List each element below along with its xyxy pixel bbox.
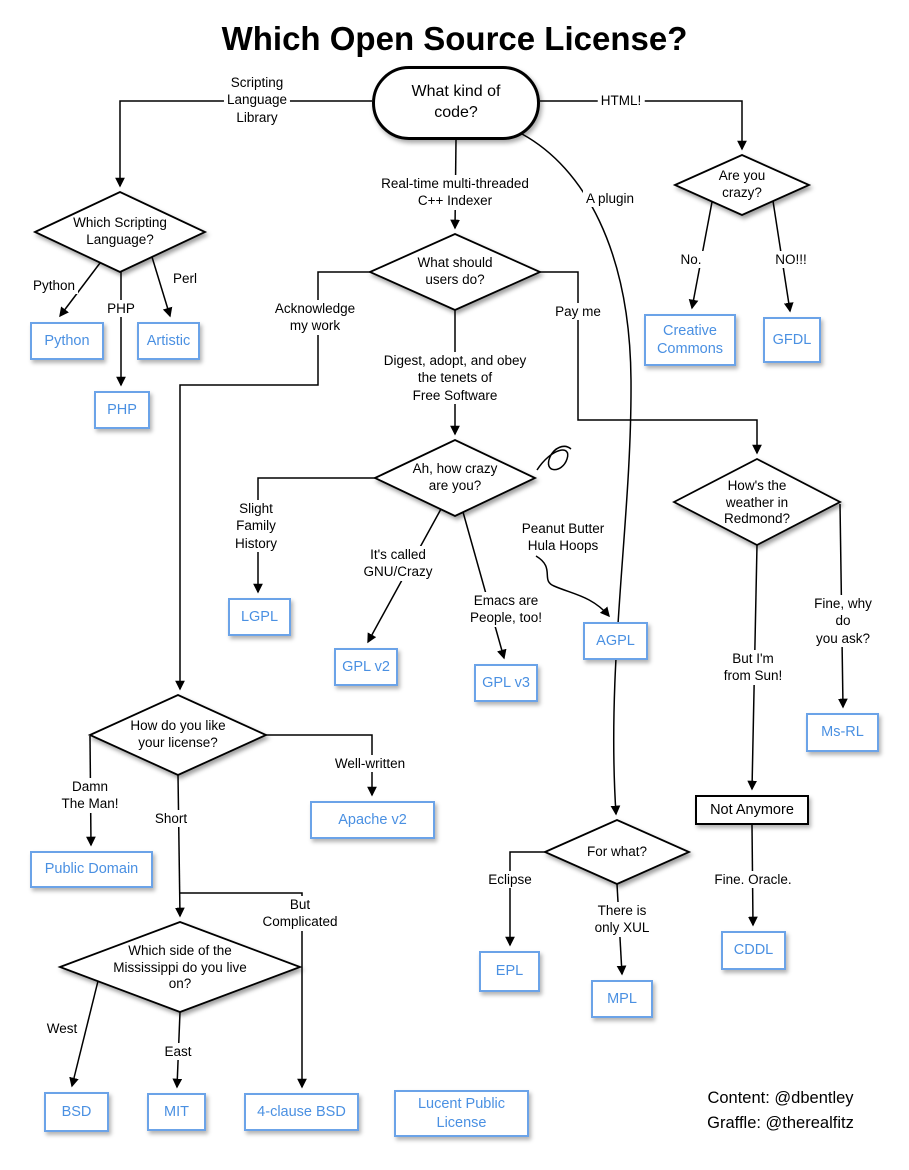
license-box-artistic: Artistic [137,322,200,360]
decision-crazy-shape [672,154,812,216]
edge-label-python: Python [29,277,79,295]
edge-label-slight-family: Slight Family History [231,500,281,552]
license-box-gpl-v2: GPL v2 [334,648,398,686]
decision-weather-shape [672,457,842,547]
edge-short-to-4clause-bsd [179,892,307,1089]
edge-label-well-written: Well-written [331,755,409,773]
edge-like-to-apache [266,734,377,797]
edge-forwhat-to-epl [505,851,545,947]
license-box-gfdl: GFDL [763,317,821,363]
license-box-epl: EPL [479,951,540,992]
edge-howcrazy-to-gplv3 [462,511,507,660]
license-box-ms-rl: Ms-RL [806,713,879,752]
edge-howcrazy-to-lgpl [253,477,375,594]
edge-label-west: West [43,1020,81,1038]
decision-mississippi-shape [57,921,303,1013]
edge-label-fine-why: Fine, why do you ask? [810,595,876,647]
decision-like-label: How do you like your license? [130,718,226,750]
license-box-mit: MIT [147,1093,206,1131]
edge-label-pay-me: Pay me [552,303,604,321]
edge-label-gnu-crazy: It's called GNU/Crazy [360,546,436,581]
license-box-public-domain: Public Domain [30,851,153,888]
edge-label-no-emphatic: NO!!! [772,251,810,269]
edge-label-php: PHP [104,300,138,318]
edge-label-damn-the-man: Damn The Man! [58,778,122,813]
license-box-apache-v2: Apache v2 [310,801,435,839]
license-box-agpl: AGPL [583,622,648,660]
license-box-lgpl: LGPL [228,598,291,636]
license-box-4clause-bsd: 4-clause BSD [244,1093,359,1131]
credits: Content: @dbentley Graffle: @therealfitz [668,1089,893,1139]
edge-start-to-forwhat-plugin [521,133,632,816]
status-box-not-anymore: Not Anymore [695,795,809,825]
edge-label-eclipse: Eclipse [485,871,535,889]
credits-graffle: Graffle: @therealfitz [707,1114,854,1132]
edge-label-fine-oracle: Fine. Oracle. [711,871,795,889]
edge-users-to-like [175,271,370,691]
decision-users-label: What should users do? [417,255,493,287]
license-box-lucent: Lucent Public License [394,1090,529,1137]
license-box-creative-commons: Creative Commons [644,314,736,366]
edge-label-emacs-people: Emacs are People, too! [466,592,546,627]
decision-crazy-label: Are you crazy? [718,168,766,200]
license-box-python: Python [30,322,104,360]
decision-weather-label: How's the weather in Redmond? [723,477,791,527]
edge-label-but-complicated: But Complicated [259,896,341,931]
decision-scripting-label: Which Scripting Language? [73,215,167,247]
credits-content: Content: @dbentley [707,1089,854,1107]
edge-scripting-to-python [59,262,101,318]
license-box-gpl-v3: GPL v3 [474,664,538,702]
decision-users-shape [367,233,543,311]
decision-scripting-shape [32,191,208,273]
start-node: What kind of code? [372,66,540,140]
edge-users-to-weather [540,271,762,455]
edge-label-peanut-butter: Peanut Butter Hula Hoops [518,520,608,555]
edge-label-but-sun: But I'm from Sun! [720,650,786,685]
edge-label-east: East [161,1043,195,1061]
edge-label-perl: Perl [169,270,201,288]
edge-label-a-plugin: A plugin [582,190,638,208]
license-box-php: PHP [94,391,150,429]
edge-label-only-xul: There is only XUL [591,902,653,937]
decision-howcrazy-label: Ah, how crazy are you? [412,461,498,493]
edge-scripting-to-artistic [151,256,173,318]
edge-label-scripting-library: Scripting Language Library [223,74,291,126]
edge-label-acknowledge: Acknowledge my work [271,300,359,335]
license-box-mpl: MPL [591,980,653,1018]
license-box-cddl: CDDL [721,931,786,970]
edge-label-no: No. [677,251,705,269]
edge-label-realtime-cpp: Real-time multi-threaded C++ Indexer [378,175,532,210]
squiggle-peanut-to-agpl [535,555,610,618]
edge-label-digest: Digest, adopt, and obey the tenets of Fr… [380,352,530,404]
squiggle-howcrazy-to-peanut [536,445,572,471]
decision-forwhat-label: For what? [586,843,648,859]
page-title: Which Open Source License? [221,20,688,57]
decision-like-shape [87,694,269,776]
edge-label-html: HTML! [597,92,645,110]
license-box-bsd: BSD [44,1092,109,1132]
edge-mississippi-to-bsd [69,980,99,1088]
edge-label-short: Short [151,810,191,828]
decision-mississippi-label: Which side of the Mississippi do you liv… [113,942,247,992]
edge-like-to-mississippi [175,774,185,918]
decision-howcrazy-shape [372,439,538,517]
decision-forwhat-shape [542,819,692,885]
